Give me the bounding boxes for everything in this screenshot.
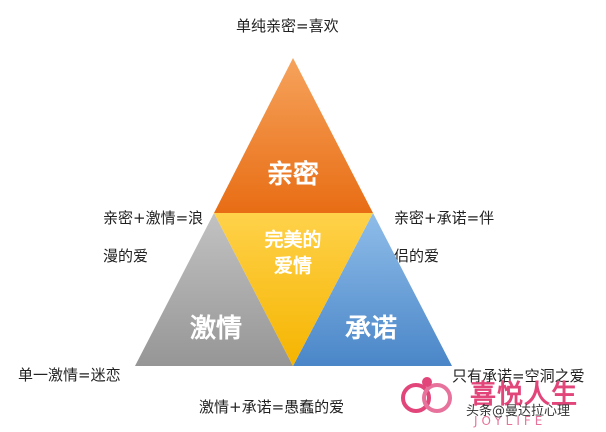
joylife-logo-icon bbox=[401, 377, 452, 413]
intimacy-label: 亲密 bbox=[267, 159, 319, 190]
left-mid-label-line2: 漫的爱 bbox=[103, 247, 149, 265]
top-label: 单纯亲密=喜欢 bbox=[236, 17, 339, 35]
intimacy-triangle bbox=[214, 58, 373, 213]
commitment-label: 承诺 bbox=[345, 314, 397, 344]
perfect-love-triangle bbox=[214, 213, 373, 366]
commitment-triangle bbox=[293, 213, 452, 366]
brand-name: 喜悦人生 bbox=[470, 380, 579, 410]
brand-subtitle: JOYLIFE bbox=[474, 414, 547, 428]
passion-label: 激情 bbox=[190, 313, 242, 344]
right-mid-label-line1: 亲密+承诺=伴 bbox=[394, 209, 495, 227]
perfect-love-label-line1: 完美的 bbox=[264, 228, 321, 251]
bottom-right-label: 只有承诺=空洞之爱 bbox=[452, 367, 585, 385]
right-mid-label-line2: 侣的爱 bbox=[394, 247, 440, 265]
bottom-left-label: 单一激情=迷恋 bbox=[18, 366, 121, 384]
left-mid-label-line1: 亲密+激情=浪 bbox=[103, 209, 204, 227]
passion-triangle bbox=[135, 213, 293, 366]
bottom-center-label: 激情+承诺=愚蠢的爱 bbox=[199, 398, 345, 416]
source-watermark: 头条@曼达拉心理 bbox=[466, 404, 571, 419]
perfect-love-label-line2: 爱情 bbox=[274, 254, 312, 277]
